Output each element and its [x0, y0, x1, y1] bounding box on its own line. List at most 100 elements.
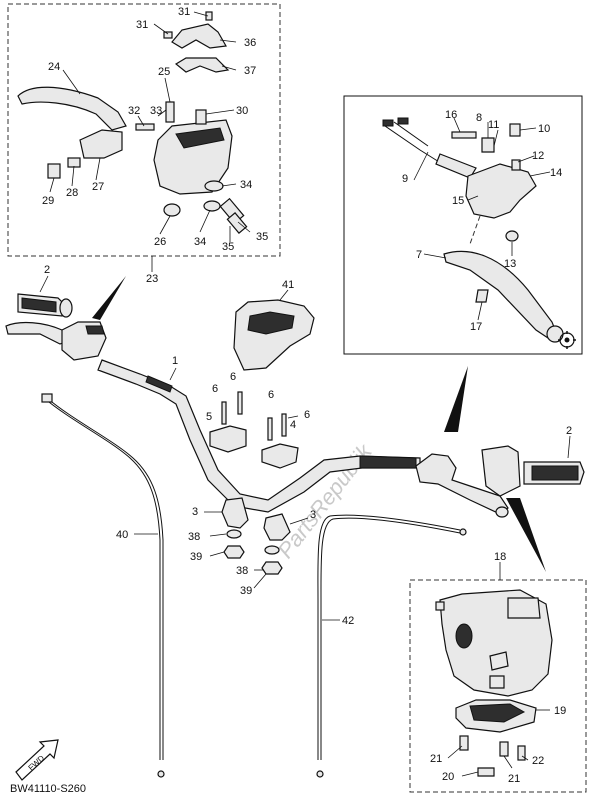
cable-end-42a: [459, 528, 467, 536]
handlebar[interactable]: [97, 359, 421, 513]
label-34: 34: [194, 236, 206, 248]
cable-end-40b: [157, 770, 165, 778]
label-36: 36: [244, 37, 256, 49]
label-42: 42: [342, 615, 354, 627]
nut-39b[interactable]: [261, 561, 283, 575]
clutch-lever-holder[interactable]: [465, 163, 537, 219]
label-22: 22: [532, 755, 544, 767]
bolt-6b[interactable]: [237, 391, 243, 415]
switch-button-bottom[interactable]: [489, 651, 509, 671]
label-21: 21: [430, 753, 442, 765]
switch-group-box: [409, 579, 587, 793]
label-13: 13: [504, 258, 516, 270]
label-2: 2: [566, 425, 572, 437]
label-15: 15: [452, 195, 464, 207]
washer-34b[interactable]: [203, 200, 221, 212]
label-16: 16: [445, 109, 457, 121]
screw-31b[interactable]: [163, 31, 173, 39]
screw-31[interactable]: [205, 11, 213, 21]
switch-lower-insert: [469, 703, 526, 723]
clutch-lever[interactable]: [443, 250, 557, 339]
washer-38a[interactable]: [226, 529, 242, 539]
pin-16[interactable]: [451, 131, 477, 139]
holder-cap[interactable]: [171, 23, 227, 49]
bolt-30[interactable]: [195, 109, 207, 125]
bolt-6d[interactable]: [281, 413, 287, 437]
nut-28[interactable]: [67, 157, 81, 168]
label-12: 12: [532, 150, 544, 162]
label-38: 38: [188, 531, 200, 543]
pointer-to-box-c: [506, 498, 546, 572]
label-5: 5: [206, 411, 212, 423]
label-32: 32: [128, 105, 140, 117]
clutch-group-box: [343, 95, 583, 355]
label-29: 29: [42, 195, 54, 207]
label-26: 26: [154, 236, 166, 248]
handlebar-right-grip-area: [359, 455, 417, 469]
label-6: 6: [268, 389, 274, 401]
screw-20[interactable]: [477, 767, 495, 777]
switch-button-small[interactable]: [489, 675, 505, 689]
master-cylinder-group-box: [7, 3, 281, 257]
washer-38b[interactable]: [264, 545, 280, 555]
cable-end-42b: [316, 770, 324, 778]
handlebar-cover[interactable]: [233, 299, 315, 371]
wire-connector: [382, 119, 394, 127]
lower-holder-right[interactable]: [263, 513, 291, 541]
bolt-12[interactable]: [511, 159, 521, 171]
washer-34a[interactable]: [204, 180, 224, 192]
label-35-b: 35: [222, 241, 234, 253]
right-switch-assembled[interactable]: [481, 445, 521, 497]
nut-26[interactable]: [163, 203, 181, 217]
label-18: 18: [494, 551, 506, 563]
bolt-6a[interactable]: [221, 401, 227, 425]
nut-13[interactable]: [505, 230, 519, 242]
bolt-6c[interactable]: [267, 417, 273, 441]
label-24: 24: [48, 61, 60, 73]
label-17: 17: [470, 321, 482, 333]
reservoir-window: [175, 127, 225, 149]
label-40: 40: [116, 529, 128, 541]
label-8: 8: [476, 112, 482, 124]
label-11: 11: [488, 119, 499, 131]
upper-holder-left[interactable]: [209, 425, 247, 453]
upper-holder-right[interactable]: [261, 443, 299, 469]
left-lever-assembled[interactable]: [5, 321, 71, 345]
switch-button-top[interactable]: [507, 597, 541, 619]
switch-screw: [435, 601, 445, 611]
spring-32[interactable]: [135, 123, 155, 131]
pointer-to-box-b: [444, 366, 468, 432]
label-39: 39: [240, 585, 252, 597]
mc-cap: [85, 325, 105, 335]
bolt-35b[interactable]: [226, 212, 248, 234]
cable-holder-8[interactable]: [481, 137, 495, 153]
lever-bracket[interactable]: [79, 129, 123, 159]
cable-end-40a: [41, 393, 53, 403]
label-30: 30: [236, 105, 248, 117]
bolt-29[interactable]: [47, 163, 61, 179]
label-1: 1: [172, 355, 178, 367]
label-27: 27: [92, 181, 104, 193]
bolt-10[interactable]: [509, 123, 521, 137]
brake-lever[interactable]: [17, 86, 127, 131]
throttle-cable-40[interactable]: [43, 397, 161, 760]
diaphragm[interactable]: [174, 57, 230, 73]
screw-22[interactable]: [517, 745, 526, 761]
label-6: 6: [230, 371, 236, 383]
screw-21a[interactable]: [459, 735, 469, 751]
screw-21b[interactable]: [499, 741, 509, 757]
clutch-switch[interactable]: [435, 153, 477, 179]
nut-39a[interactable]: [223, 545, 245, 559]
diagram-code: BW41110-S260: [10, 783, 86, 795]
label-14: 14: [550, 167, 562, 179]
label-37: 37: [244, 65, 256, 77]
pivot-17[interactable]: [475, 289, 489, 303]
label-3: 3: [192, 506, 198, 518]
label-4: 4: [290, 419, 296, 431]
pointer-to-box-a: [92, 276, 126, 320]
label-39: 39: [190, 551, 202, 563]
label-41: 41: [282, 279, 294, 291]
bolt-33[interactable]: [165, 101, 175, 123]
clutch-cable-42[interactable]: [317, 514, 461, 760]
right-grip-pattern: [531, 465, 579, 481]
